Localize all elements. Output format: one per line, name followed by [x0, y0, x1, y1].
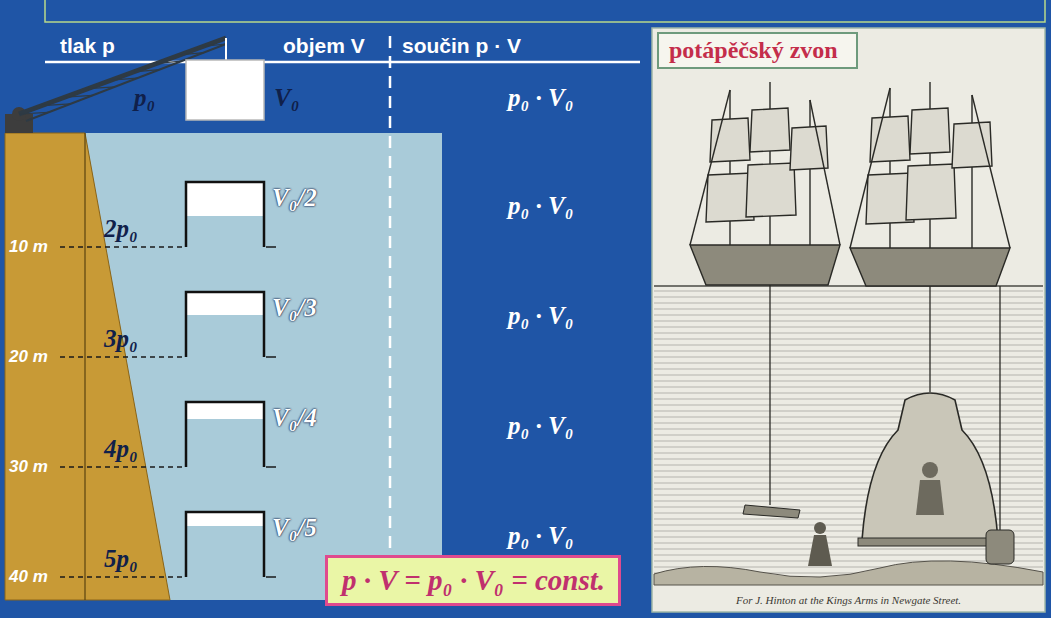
ship-right	[850, 82, 1010, 286]
engraving-frame: For J. Hinton at the Kings Arms in Newga…	[652, 28, 1045, 612]
bell-water	[186, 292, 264, 357]
engraving-panel	[652, 28, 1045, 612]
bell-outline	[186, 402, 264, 467]
crane-cable	[225, 38, 227, 60]
engraving-frame-text: For J. Hinton at the Kings Arms in Newga…	[652, 594, 1045, 606]
depth-line	[60, 466, 184, 468]
column-header: tlak p	[60, 34, 115, 58]
bell-group	[60, 182, 276, 577]
depth-line	[60, 576, 184, 578]
sea-bed	[654, 561, 1043, 585]
cable-barrel	[999, 286, 1000, 530]
bell-outline	[186, 512, 264, 577]
surface-bell	[186, 60, 264, 120]
top-frame	[45, 0, 1045, 22]
bell-outline	[186, 182, 264, 247]
lattice-strut	[42, 104, 70, 106]
formula-box: p · V = p₀ · V₀ = const.	[325, 555, 621, 606]
bell-air	[186, 402, 264, 419]
title-box: potápěčský zvon	[657, 32, 858, 69]
diver-body	[808, 535, 832, 566]
pressure-label: 3p₀	[104, 325, 138, 353]
bell-diver-body	[916, 480, 944, 515]
bell-air	[186, 512, 264, 526]
depth-label: 10 m	[9, 237, 48, 257]
bell-air	[186, 182, 264, 216]
wall-line	[84, 133, 85, 600]
bell-rim	[858, 538, 1002, 546]
depth-label: 30 m	[9, 457, 48, 477]
column-header: součin p · V	[402, 34, 521, 58]
product-label: p₀ · V₀	[508, 522, 573, 550]
hanging-log	[743, 505, 800, 518]
lattice-strut	[111, 78, 137, 80]
cable-bell	[929, 286, 930, 392]
pressure-label: p₀	[134, 84, 155, 112]
depth-label: 40 m	[9, 567, 48, 587]
bell-water	[186, 402, 264, 467]
lattice-strut	[180, 53, 204, 55]
bell-diver-head	[922, 462, 938, 478]
depth-line	[60, 246, 184, 248]
pressure-label: 2p₀	[104, 215, 138, 243]
pressure-label: 4p₀	[104, 435, 138, 463]
volume-label: V₀/3	[272, 294, 317, 322]
diving-bell	[862, 393, 998, 540]
air-barrel	[986, 530, 1014, 564]
bell-outline	[186, 292, 264, 357]
volume-label: V₀/2	[272, 184, 317, 212]
pressure-label: 5p₀	[104, 545, 138, 573]
header-rule	[45, 61, 640, 64]
lattice-strut	[88, 87, 115, 89]
depth-label: 20 m	[9, 347, 48, 367]
bell-air	[186, 292, 264, 315]
lattice-strut	[65, 95, 93, 97]
lattice-strut	[157, 61, 182, 63]
product-label: p₀ · V₀	[508, 192, 573, 220]
volume-label: V₀	[274, 84, 299, 112]
product-label: p₀ · V₀	[508, 84, 573, 112]
lattice-strut	[203, 44, 226, 46]
bell-water	[186, 512, 264, 577]
title-box-text: potápěčský zvon	[669, 37, 846, 64]
depth-line	[60, 356, 184, 358]
depth-tick	[266, 466, 276, 468]
lattice-strut	[134, 70, 159, 72]
diver-head	[814, 522, 826, 534]
ship-left	[690, 82, 840, 285]
formula-box-text: p · V = p₀ · V₀ = const.	[342, 564, 604, 597]
volume-label: V₀/5	[272, 514, 317, 542]
depth-tick	[266, 246, 276, 248]
shore-wedge	[5, 133, 170, 600]
column-header: objem V	[283, 34, 365, 58]
lattice-strut	[19, 112, 48, 114]
depth-tick	[266, 576, 276, 578]
volume-label: V₀/4	[272, 404, 317, 432]
product-label: p₀ · V₀	[508, 302, 573, 330]
bell-water	[186, 182, 264, 247]
cable-left	[769, 285, 770, 505]
column-divider	[389, 36, 392, 552]
product-label: p₀ · V₀	[508, 412, 573, 440]
depth-tick	[266, 356, 276, 358]
engraving-sea	[654, 286, 1043, 574]
